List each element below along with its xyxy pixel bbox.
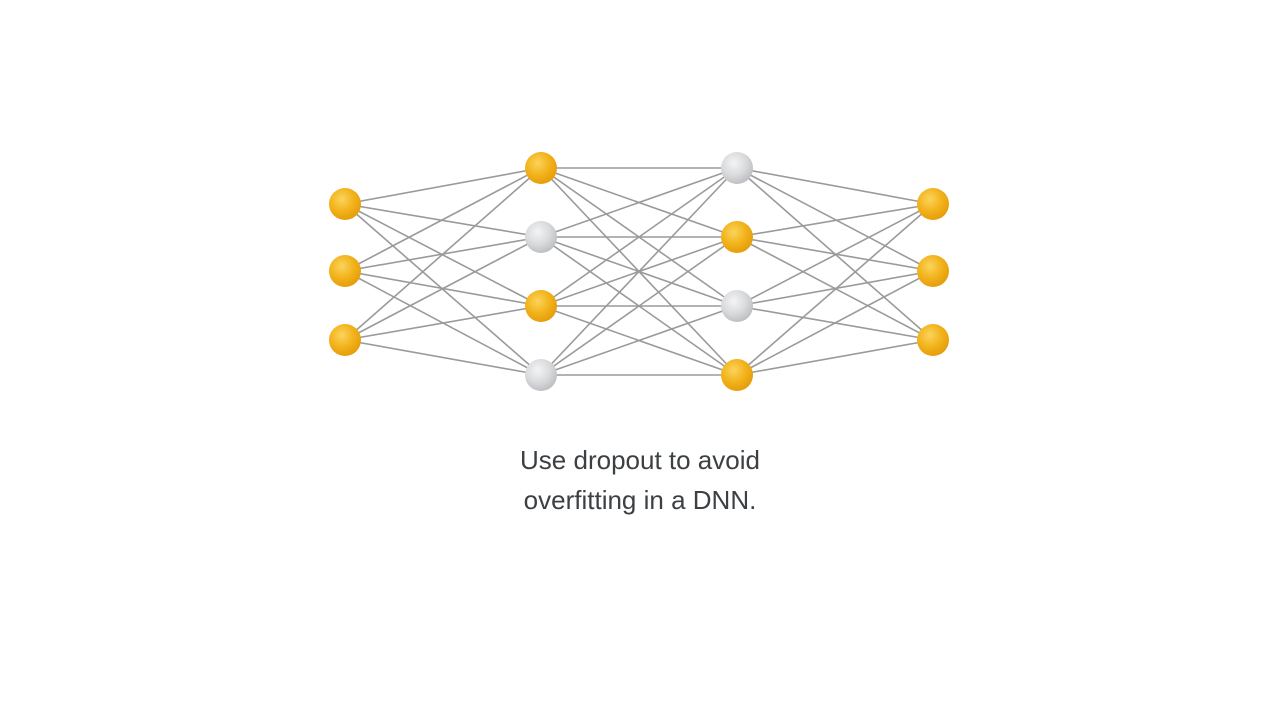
node-hidden-1-4-dropped bbox=[525, 359, 557, 391]
network-nodes bbox=[329, 152, 949, 391]
network-edges bbox=[344, 167, 934, 376]
edge-hidden-2-4-to-output-2 bbox=[736, 270, 934, 376]
node-hidden-1-1-active bbox=[525, 152, 557, 184]
node-hidden-1-3-active bbox=[525, 290, 557, 322]
node-hidden-2-4-active bbox=[721, 359, 753, 391]
edge-hidden-2-1-to-output-1 bbox=[736, 167, 934, 205]
edge-input-1-to-hidden-1-4 bbox=[344, 203, 542, 376]
node-input-3-active bbox=[329, 324, 361, 356]
edge-hidden-1-4-to-hidden-2-3 bbox=[540, 305, 738, 376]
caption: Use dropout to avoid overfitting in a DN… bbox=[0, 440, 1280, 520]
edge-hidden-1-3-to-hidden-2-1 bbox=[540, 167, 738, 307]
edge-hidden-2-4-to-output-1 bbox=[736, 203, 934, 376]
node-input-2-active bbox=[329, 255, 361, 287]
node-input-1-active bbox=[329, 188, 361, 220]
node-output-1-active bbox=[917, 188, 949, 220]
edge-hidden-2-4-to-output-3 bbox=[736, 339, 934, 376]
edge-input-1-to-hidden-1-2 bbox=[344, 203, 542, 238]
edge-hidden-2-2-to-output-2 bbox=[736, 236, 934, 272]
edge-hidden-2-1-to-output-2 bbox=[736, 167, 934, 272]
edge-input-1-to-hidden-1-1 bbox=[344, 167, 542, 205]
node-hidden-1-2-dropped bbox=[525, 221, 557, 253]
node-hidden-2-1-dropped bbox=[721, 152, 753, 184]
edge-hidden-1-4-to-hidden-2-1 bbox=[540, 167, 738, 376]
node-hidden-2-3-dropped bbox=[721, 290, 753, 322]
edge-hidden-2-3-to-output-1 bbox=[736, 203, 934, 307]
node-output-2-active bbox=[917, 255, 949, 287]
edge-input-3-to-hidden-1-1 bbox=[344, 167, 542, 341]
edge-hidden-2-2-to-output-1 bbox=[736, 203, 934, 238]
node-hidden-2-2-active bbox=[721, 221, 753, 253]
caption-line-2: overfitting in a DNN. bbox=[523, 485, 757, 515]
edge-input-3-to-hidden-1-3 bbox=[344, 305, 542, 341]
edge-input-2-to-hidden-1-1 bbox=[344, 167, 542, 272]
edge-input-3-to-hidden-1-4 bbox=[344, 339, 542, 376]
edge-hidden-1-2-to-hidden-2-1 bbox=[540, 167, 738, 238]
edge-input-3-to-hidden-1-2 bbox=[344, 236, 542, 341]
caption-line-1: Use dropout to avoid bbox=[520, 445, 760, 475]
node-output-3-active bbox=[917, 324, 949, 356]
edge-hidden-1-4-to-hidden-2-2 bbox=[540, 236, 738, 376]
